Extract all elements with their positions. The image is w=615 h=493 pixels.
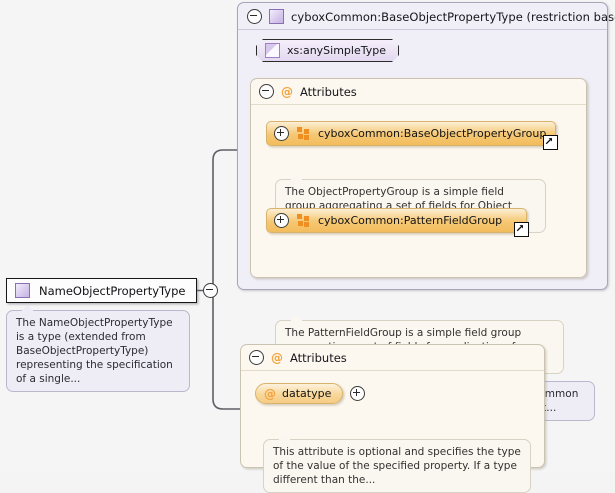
complextype-square-icon xyxy=(15,283,30,298)
attribute-datatype-documentation-text: This attribute is optional and specifies… xyxy=(273,446,521,486)
minus-circle-icon-base-attributes[interactable] xyxy=(259,84,274,99)
base-type-attributes-label: Attributes xyxy=(300,84,357,99)
minus-circle-icon-base-type[interactable] xyxy=(247,9,262,24)
local-attributes-header: @ Attributes xyxy=(241,345,544,371)
attribute-datatype-documentation: This attribute is optional and specifies… xyxy=(263,434,531,493)
base-type-panel: cyboxCommon:BaseObjectPropertyType (rest… xyxy=(237,2,615,374)
main-node-documentation: The NameObjectPropertyType is a type (ex… xyxy=(6,305,190,392)
base-type-attributes-box: @ Attributes cyboxCommon:BaseObjectPrope… xyxy=(250,78,587,374)
plus-circle-icon-group-1[interactable] xyxy=(274,126,289,141)
attribute-datatype-row: @ datatype xyxy=(255,383,366,404)
group-ref-pattern-field-group[interactable]: cyboxCommon:PatternFieldGroup xyxy=(266,208,529,237)
group-ref-pattern-field-group-wrap: cyboxCommon:PatternFieldGroup xyxy=(266,208,529,237)
group-ref-base-object-property-group-wrap: cyboxCommon:BaseObjectPropertyGroup xyxy=(266,121,558,150)
node-name-object-property-type[interactable]: NameObjectPropertyType xyxy=(6,278,198,303)
main-node-documentation-text: The NameObjectPropertyType is a type (ex… xyxy=(16,317,173,385)
group-ref-label: cyboxCommon:BaseObjectPropertyGroup xyxy=(318,127,547,140)
attribute-datatype-label: datatype xyxy=(282,387,332,400)
simple-type-label: xs:anySimpleType xyxy=(287,44,386,57)
at-symbol-icon: @ xyxy=(271,350,283,365)
complextype-square-icon xyxy=(269,9,284,24)
external-link-icon[interactable] xyxy=(514,222,529,237)
group-ref-label: cyboxCommon:PatternFieldGroup xyxy=(318,214,503,227)
minus-circle-icon-main-node[interactable] xyxy=(203,283,219,298)
minus-circle-icon-local-attributes[interactable] xyxy=(249,350,264,365)
group-ref-base-object-property-group[interactable]: cyboxCommon:BaseObjectPropertyGroup xyxy=(266,121,558,150)
bubble-nub xyxy=(278,434,291,440)
bubble-nub xyxy=(290,174,303,180)
diagram-canvas: NameObjectPropertyType The NameObjectPro… xyxy=(6,2,615,493)
plus-circle-icon-group-2[interactable] xyxy=(274,213,289,228)
simple-type-node-xs-anysimpletype[interactable]: xs:anySimpleType xyxy=(256,39,399,62)
node-label: NameObjectPropertyType xyxy=(39,283,186,298)
local-attributes-box: @ Attributes @ datatype This attribute i… xyxy=(240,344,545,493)
local-attributes-label: Attributes xyxy=(290,350,347,365)
simpletype-triangle-icon xyxy=(265,43,280,58)
base-type-attributes-header: @ Attributes xyxy=(251,79,586,105)
at-symbol-icon: @ xyxy=(281,84,293,99)
attribute-group-icon xyxy=(297,127,310,140)
external-link-icon[interactable] xyxy=(543,135,558,150)
base-type-title: cyboxCommon:BaseObjectPropertyType (rest… xyxy=(291,9,615,24)
attribute-datatype[interactable]: @ datatype xyxy=(255,383,344,404)
simple-type-node-wrap: xs:anySimpleType xyxy=(256,39,399,62)
base-type-panel-header: cyboxCommon:BaseObjectPropertyType (rest… xyxy=(238,3,615,30)
attribute-group-icon xyxy=(297,214,310,227)
at-symbol-icon: @ xyxy=(264,386,276,401)
plus-circle-icon-datatype[interactable] xyxy=(350,386,366,401)
